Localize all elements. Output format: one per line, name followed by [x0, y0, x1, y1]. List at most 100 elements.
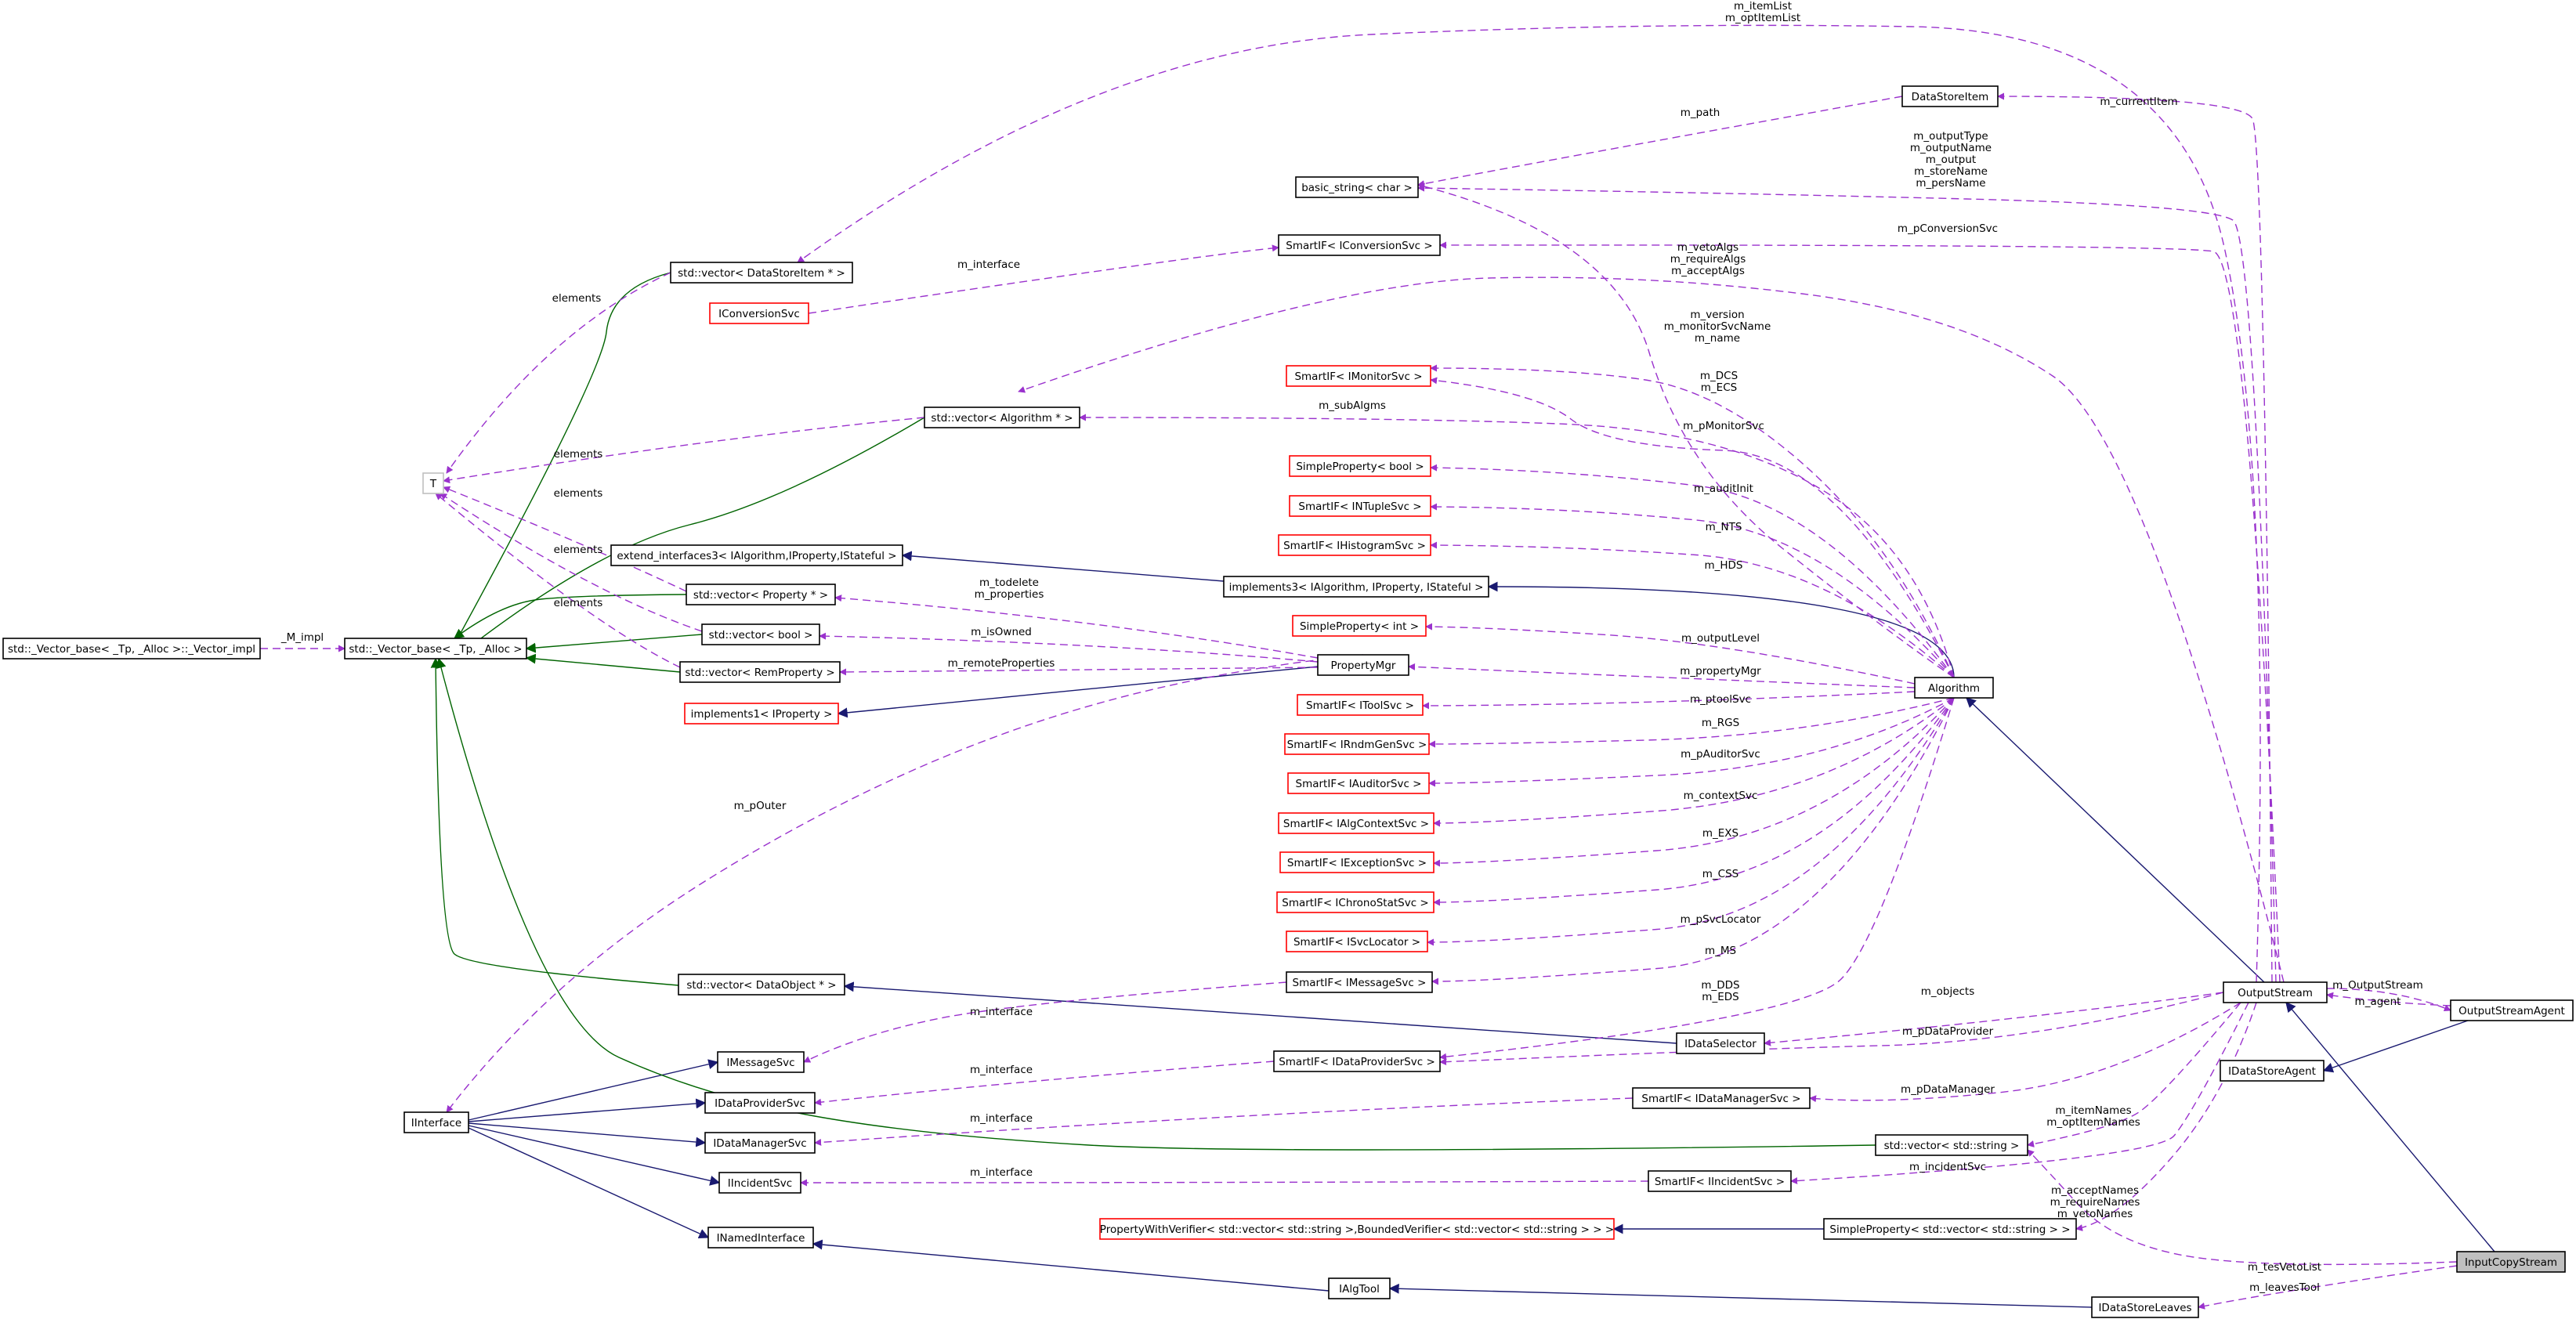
class-node-t[interactable]: T: [422, 472, 444, 494]
edge-smart-if-idata-provider-svc-to-algorithm: [1439, 697, 1955, 1061]
class-node-smart-if-imessage-svc[interactable]: SmartIF< IMessageSvc >: [1286, 971, 1433, 993]
class-node-data-store-item[interactable]: DataStoreItem: [1901, 85, 1999, 107]
class-node-implements1[interactable]: implements1< IProperty >: [684, 703, 839, 725]
class-node-vec-rem-property[interactable]: std::vector< RemProperty >: [679, 661, 841, 683]
class-node-idata-provider-svc[interactable]: IDataProviderSvc: [704, 1092, 816, 1114]
class-node-vec-string[interactable]: std::vector< std::string >: [1875, 1134, 2028, 1156]
node-label: SmartIF< IToolSvc >: [1306, 699, 1414, 712]
class-node-inamed-interface[interactable]: INamedInterface: [707, 1227, 814, 1249]
edge-label: m_optItemList: [1725, 12, 1800, 24]
class-node-idata-selector[interactable]: IDataSelector: [1676, 1032, 1765, 1054]
node-box: [1914, 677, 1994, 699]
node-box: [1676, 1032, 1765, 1054]
edge-vec-rem-property-to-property-mgr: [839, 667, 1319, 676]
class-node-vec-bool[interactable]: std::vector< bool >: [701, 623, 820, 645]
class-node-smart-if-isvc-locator[interactable]: SmartIF< ISvcLocator >: [1286, 931, 1428, 952]
edge-vector-base-to-vec-algorithm: [453, 417, 925, 660]
class-node-iinterface[interactable]: IInterface: [403, 1111, 469, 1133]
class-node-smart-if-ichrono-stat-svc[interactable]: SmartIF< IChronoStatSvc >: [1276, 891, 1435, 913]
class-node-smart-if-iincident-svc[interactable]: SmartIF< IIncidentSvc >: [1648, 1170, 1792, 1192]
edge-vector-base-to-vec-rem-property: [525, 653, 681, 673]
class-node-output-stream[interactable]: OutputStream: [2223, 981, 2328, 1003]
node-label: SmartIF< IIncidentSvc >: [1655, 1176, 1785, 1188]
node-box: [1289, 495, 1431, 517]
class-node-smart-if-irndm-gen-svc[interactable]: SmartIF< IRndmGenSvc >: [1284, 733, 1430, 755]
edge-iinterface-to-inamed-interface: [468, 1127, 710, 1239]
node-label: std::vector< bool >: [709, 629, 813, 641]
class-node-smart-if-idata-provider-svc[interactable]: SmartIF< IDataProviderSvc >: [1273, 1050, 1441, 1072]
class-node-iconversion-svc[interactable]: IConversionSvc: [709, 302, 809, 324]
edge-label: elements: [554, 448, 603, 461]
class-node-vector-impl[interactable]: std::_Vector_base< _Tp, _Alloc >::_Vecto…: [2, 638, 261, 660]
edge-label: elements: [554, 487, 603, 500]
edge-label: m_itemList: [1734, 0, 1792, 13]
edge-iconversion-svc-to-smart-if-iconversion-svc: [808, 244, 1279, 314]
class-node-vec-property[interactable]: std::vector< Property * >: [686, 584, 836, 605]
edge-label: m_version: [1690, 309, 1744, 321]
class-node-imessage-svc[interactable]: IMessageSvc: [717, 1051, 805, 1073]
class-node-smart-if-ialg-context-svc[interactable]: SmartIF< IAlgContextSvc >: [1278, 812, 1435, 834]
node-label: SmartIF< IRndmGenSvc >: [1287, 739, 1427, 751]
class-node-idata-store-leaves[interactable]: IDataStoreLeaves: [2091, 1296, 2199, 1318]
class-node-simple-property-int[interactable]: SimpleProperty< int >: [1292, 615, 1427, 637]
class-node-smart-if-iconversion-svc[interactable]: SmartIF< IConversionSvc >: [1278, 234, 1441, 256]
class-node-idata-manager-svc[interactable]: IDataManagerSvc: [704, 1132, 816, 1154]
class-node-output-stream-agent[interactable]: OutputStreamAgent: [2450, 999, 2574, 1021]
edge-label: m_HDS: [1704, 559, 1742, 572]
node-box: [701, 623, 820, 645]
edge-idata-store-leaves-to-input-copy-stream: [2198, 1265, 2458, 1310]
class-node-extend-interfaces3[interactable]: extend_interfaces3< IAlgorithm,IProperty…: [610, 544, 903, 566]
class-node-ialg-tool[interactable]: IAlgTool: [1328, 1277, 1391, 1299]
node-label: PropertyMgr: [1331, 660, 1396, 672]
class-node-vec-data-store-item[interactable]: std::vector< DataStoreItem * >: [670, 262, 853, 284]
edge-iincident-svc-to-smart-if-iincident-svc: [800, 1179, 1649, 1187]
edge-vector-base-to-vec-bool: [525, 634, 703, 653]
class-node-algorithm[interactable]: Algorithm: [1914, 677, 1994, 699]
class-node-smart-if-ihistogram-svc[interactable]: SmartIF< IHistogramSvc >: [1278, 534, 1431, 556]
node-label: basic_string< char >: [1301, 182, 1413, 194]
class-node-smart-if-itool-svc[interactable]: SmartIF< IToolSvc >: [1297, 694, 1424, 716]
class-node-simple-property-bool[interactable]: SimpleProperty< bool >: [1289, 455, 1431, 477]
class-node-smart-if-iauditor-svc[interactable]: SmartIF< IAuditorSvc >: [1287, 772, 1430, 794]
edge-label: m_objects: [1921, 985, 1975, 998]
class-node-vector-base[interactable]: std::_Vector_base< _Tp, _Alloc >: [344, 638, 527, 660]
edge-label: m_outputLevel: [1681, 632, 1760, 645]
edge-vec-algorithm-to-algorithm: [1079, 414, 1955, 678]
edge-label: elements: [552, 292, 602, 305]
class-node-input-copy-stream[interactable]: InputCopyStream: [2456, 1251, 2566, 1273]
edge-iinterface-to-iincident-svc: [468, 1125, 721, 1186]
edge-t-to-vec-rem-property: [435, 493, 681, 668]
class-node-smart-if-imonitor-svc[interactable]: SmartIF< IMonitorSvc >: [1286, 365, 1431, 387]
class-node-basic-string[interactable]: basic_string< char >: [1295, 176, 1419, 198]
node-label: SmartIF< IChronoStatSvc >: [1282, 897, 1429, 909]
class-node-implements3[interactable]: implements3< IAlgorithm, IProperty, ISta…: [1223, 576, 1489, 598]
edge-label: m_subAlgms: [1319, 399, 1386, 412]
node-box: [1223, 576, 1489, 598]
node-label: IDataProviderSvc: [715, 1097, 805, 1110]
class-node-idata-store-agent[interactable]: IDataStoreAgent: [2220, 1060, 2325, 1082]
class-node-vec-data-object[interactable]: std::vector< DataObject * >: [678, 974, 845, 996]
node-label: SmartIF< IMonitorSvc >: [1294, 370, 1422, 383]
class-node-smart-if-idata-manager-svc[interactable]: SmartIF< IDataManagerSvc >: [1632, 1087, 1811, 1109]
class-node-vec-algorithm[interactable]: std::vector< Algorithm * >: [924, 407, 1080, 428]
edge-label: m_output: [1926, 154, 1976, 166]
class-node-smart-if-iexception-svc[interactable]: SmartIF< IExceptionSvc >: [1279, 851, 1435, 873]
edge-t-to-vec-bool: [440, 493, 703, 632]
node-label: IDataStoreAgent: [2228, 1065, 2316, 1078]
edge-label: m_leavesTool: [2249, 1281, 2320, 1294]
edge-label: m_ECS: [1701, 381, 1737, 394]
node-box: [684, 703, 839, 725]
edge-smart-if-iincident-svc-to-output-stream: [1790, 1002, 2249, 1185]
edge-property-mgr-to-algorithm: [1408, 663, 1916, 688]
node-label: std::vector< Property * >: [693, 589, 828, 602]
class-node-simple-property-vecstring[interactable]: SimpleProperty< std::vector< std::string…: [1823, 1218, 2077, 1240]
edge-label: m_RGS: [1702, 717, 1739, 729]
class-node-property-mgr[interactable]: PropertyMgr: [1317, 654, 1409, 676]
edge-label: m_todelete: [979, 576, 1039, 589]
class-node-smart-if-intuple-svc[interactable]: SmartIF< INTupleSvc >: [1289, 495, 1431, 517]
node-box: [1286, 365, 1431, 387]
class-node-property-with-verifier[interactable]: PropertyWithVerifier< std::vector< std::…: [1099, 1218, 1615, 1240]
edge-vec-string-to-output-stream: [2027, 1002, 2241, 1147]
node-label: std::vector< DataStoreItem * >: [678, 267, 845, 280]
class-node-iincident-svc[interactable]: IIncidentSvc: [718, 1172, 801, 1194]
